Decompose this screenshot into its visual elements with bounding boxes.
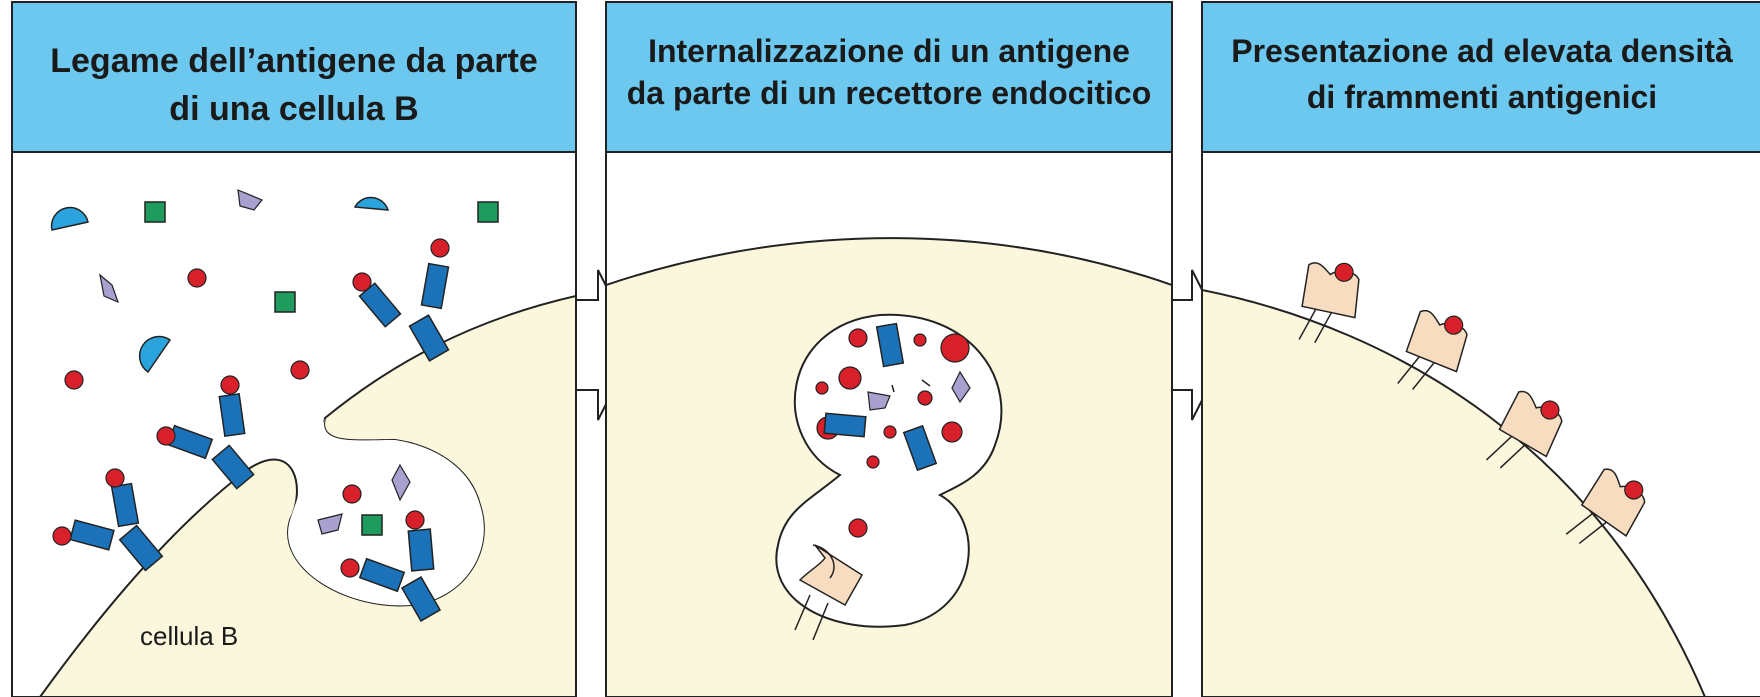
mhc-peptide-complex xyxy=(1565,468,1646,545)
antigen-red xyxy=(290,360,310,380)
antigen-purple xyxy=(317,513,343,535)
panel-2: Internalizzazione di un antigene da part… xyxy=(605,1,1173,697)
cell-label: cellula B xyxy=(140,621,238,651)
panel-2-header xyxy=(605,1,1173,153)
panel-3-header xyxy=(1201,1,1760,153)
antigen-red xyxy=(883,425,897,439)
panel-1-header xyxy=(11,1,577,153)
antigen-green xyxy=(144,201,166,223)
antigen-purple xyxy=(951,370,971,404)
b-cell-receptor xyxy=(156,375,255,490)
antigen-cyan xyxy=(50,206,89,231)
antigen-red xyxy=(815,381,829,395)
b-cell-receptor xyxy=(52,468,164,572)
panel-3: Presentazione ad elevata densità di fram… xyxy=(1201,1,1760,697)
antigen-red xyxy=(187,268,207,288)
antigen-red xyxy=(866,455,880,469)
antibody-fragment xyxy=(823,412,867,438)
panel-2-title-line-2: da parte di un recettore endocitico xyxy=(627,75,1152,111)
mhc-peptide-complex xyxy=(1298,262,1360,344)
panel-1-title-line-1: Legame dell’antigene da parte xyxy=(50,42,537,80)
antibody-fragment xyxy=(875,322,905,368)
antigen-green xyxy=(477,201,499,223)
panel-3-title-line-2: di frammenti antigenici xyxy=(1307,79,1657,115)
mhc-molecule xyxy=(794,544,864,641)
antigen-green xyxy=(274,291,296,313)
internalized-receptor xyxy=(340,510,442,622)
antigen-purple xyxy=(99,273,120,304)
endocytic-pocket xyxy=(288,418,484,606)
panel-3-title-line-1: Presentazione ad elevata densità xyxy=(1231,33,1733,69)
antigen-cyan xyxy=(353,196,390,211)
panel-1-title-line-2: di una cellula B xyxy=(169,90,418,128)
antigen-red xyxy=(848,328,868,348)
mhc-peptide-complex xyxy=(1485,390,1563,469)
mhc-peptide-complex xyxy=(1397,309,1468,390)
antibody-fragment xyxy=(902,424,938,472)
antigen-purple xyxy=(237,189,263,211)
antigen-green xyxy=(361,514,383,536)
antigen-red xyxy=(917,390,933,406)
antigen-red xyxy=(838,366,862,390)
peptide-fragment xyxy=(891,384,895,393)
panel-1: Legame dell’antigene da parte di una cel… xyxy=(11,1,577,697)
antigen-red xyxy=(64,370,84,390)
panel-2-title-line-1: Internalizzazione di un antigene xyxy=(648,33,1130,69)
antigen-red xyxy=(940,333,970,363)
b-cell-receptor xyxy=(352,238,450,362)
antigen-purple xyxy=(391,463,411,502)
endosome xyxy=(775,313,1003,628)
antigen-purple xyxy=(867,391,891,411)
antigen-red xyxy=(848,518,868,538)
antigen-red xyxy=(941,421,963,443)
peptide-fragment xyxy=(921,379,931,387)
antigen-red xyxy=(342,484,362,504)
antigen-red xyxy=(913,333,927,347)
antigen-cyan xyxy=(138,335,172,374)
